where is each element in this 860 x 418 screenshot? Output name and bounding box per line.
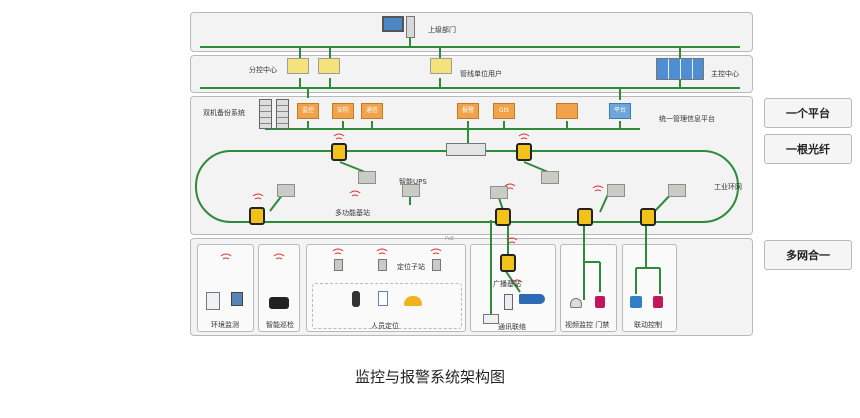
monitor-icon [382,16,404,32]
comm-link-label: 通讯联络 [498,323,526,331]
linkage-box [622,244,677,332]
monitoring-module: 监控 [297,103,319,119]
access-control-icon [595,296,605,308]
positioning-device-icon [432,259,441,271]
alarm-module: 报警 [457,103,479,119]
smart-ups-label: 智能UPS [399,178,427,186]
extra-module [556,103,578,119]
security-module: 安防 [332,103,354,119]
poe-label: PoE [445,236,455,242]
industrial-ring-label: 工业环网 [714,183,742,191]
sub-control-center-label: 分控中心 [249,66,277,74]
ups-device [490,186,508,199]
positioning-substation-label: 定位子站 [397,263,425,271]
smart-inspection-label: 智能巡检 [266,321,294,329]
side-one-fiber: 一根光纤 [764,134,852,164]
monitor-icon [318,58,340,74]
positioning-device-icon [334,259,343,271]
monitor-icon [287,58,309,74]
base-station-icon [500,254,516,272]
ups-device [277,184,295,197]
speaker-icon [519,294,545,304]
helmet-icon [404,296,422,306]
gis-module: GIS [493,103,515,119]
video-wall-icon [656,58,704,80]
ups-device [402,184,420,197]
multi-base-station-label: 多功能基站 [335,209,370,217]
tag-icon [352,291,360,307]
main-control-center-label: 主控中心 [711,70,739,78]
env-sensor-icon [231,292,243,306]
server-icon [406,16,415,38]
tier-superior [190,12,753,52]
inspection-device-icon [269,297,289,309]
env-sensor-icon [206,292,220,310]
ups-device [541,171,559,184]
fan-icon [630,296,642,308]
base-station-icon [640,208,656,226]
phone-icon [504,294,513,310]
video-access-label: 视频监控 门禁 [565,321,610,329]
server-icon [276,99,289,129]
unified-platform-label: 统一管理信息平台 [659,115,715,123]
base-station-icon [495,208,511,226]
smart-inspection-box [258,244,300,332]
base-station-icon [516,143,532,161]
monitor-icon [430,58,452,74]
env-monitoring-box [197,244,254,332]
base-station-icon [331,143,347,161]
side-multi-network: 多网合一 [764,240,852,270]
env-monitoring-label: 环境监测 [211,321,239,329]
pump-icon [653,296,663,308]
ups-device [358,171,376,184]
ups-device [668,184,686,197]
server-icon [259,99,272,129]
personnel-box [312,283,462,329]
authorized-user-label: 管线单位用户 [460,70,502,78]
superior-dept-label: 上级部门 [428,26,456,34]
broadcast-station-label: 广播基站 [493,280,521,288]
personnel-positioning-label: 人员定位 [371,322,399,330]
communication-module: 通信 [361,103,383,119]
camera-icon [570,298,582,308]
ups-device [607,184,625,197]
badge-icon [378,291,388,306]
side-one-platform: 一个平台 [764,98,852,128]
linkage-control-label: 联动控制 [634,321,662,329]
video-box [560,244,617,332]
phone-cabinet-icon [483,314,499,324]
base-station-icon [249,207,265,225]
positioning-device-icon [378,259,387,271]
diagram-caption: 监控与报警系统架构图 [354,368,505,386]
core-switch [446,143,486,156]
platform-module: 平台 [609,103,631,119]
dual-backup-label: 双机备份系统 [203,109,245,117]
base-station-icon [577,208,593,226]
